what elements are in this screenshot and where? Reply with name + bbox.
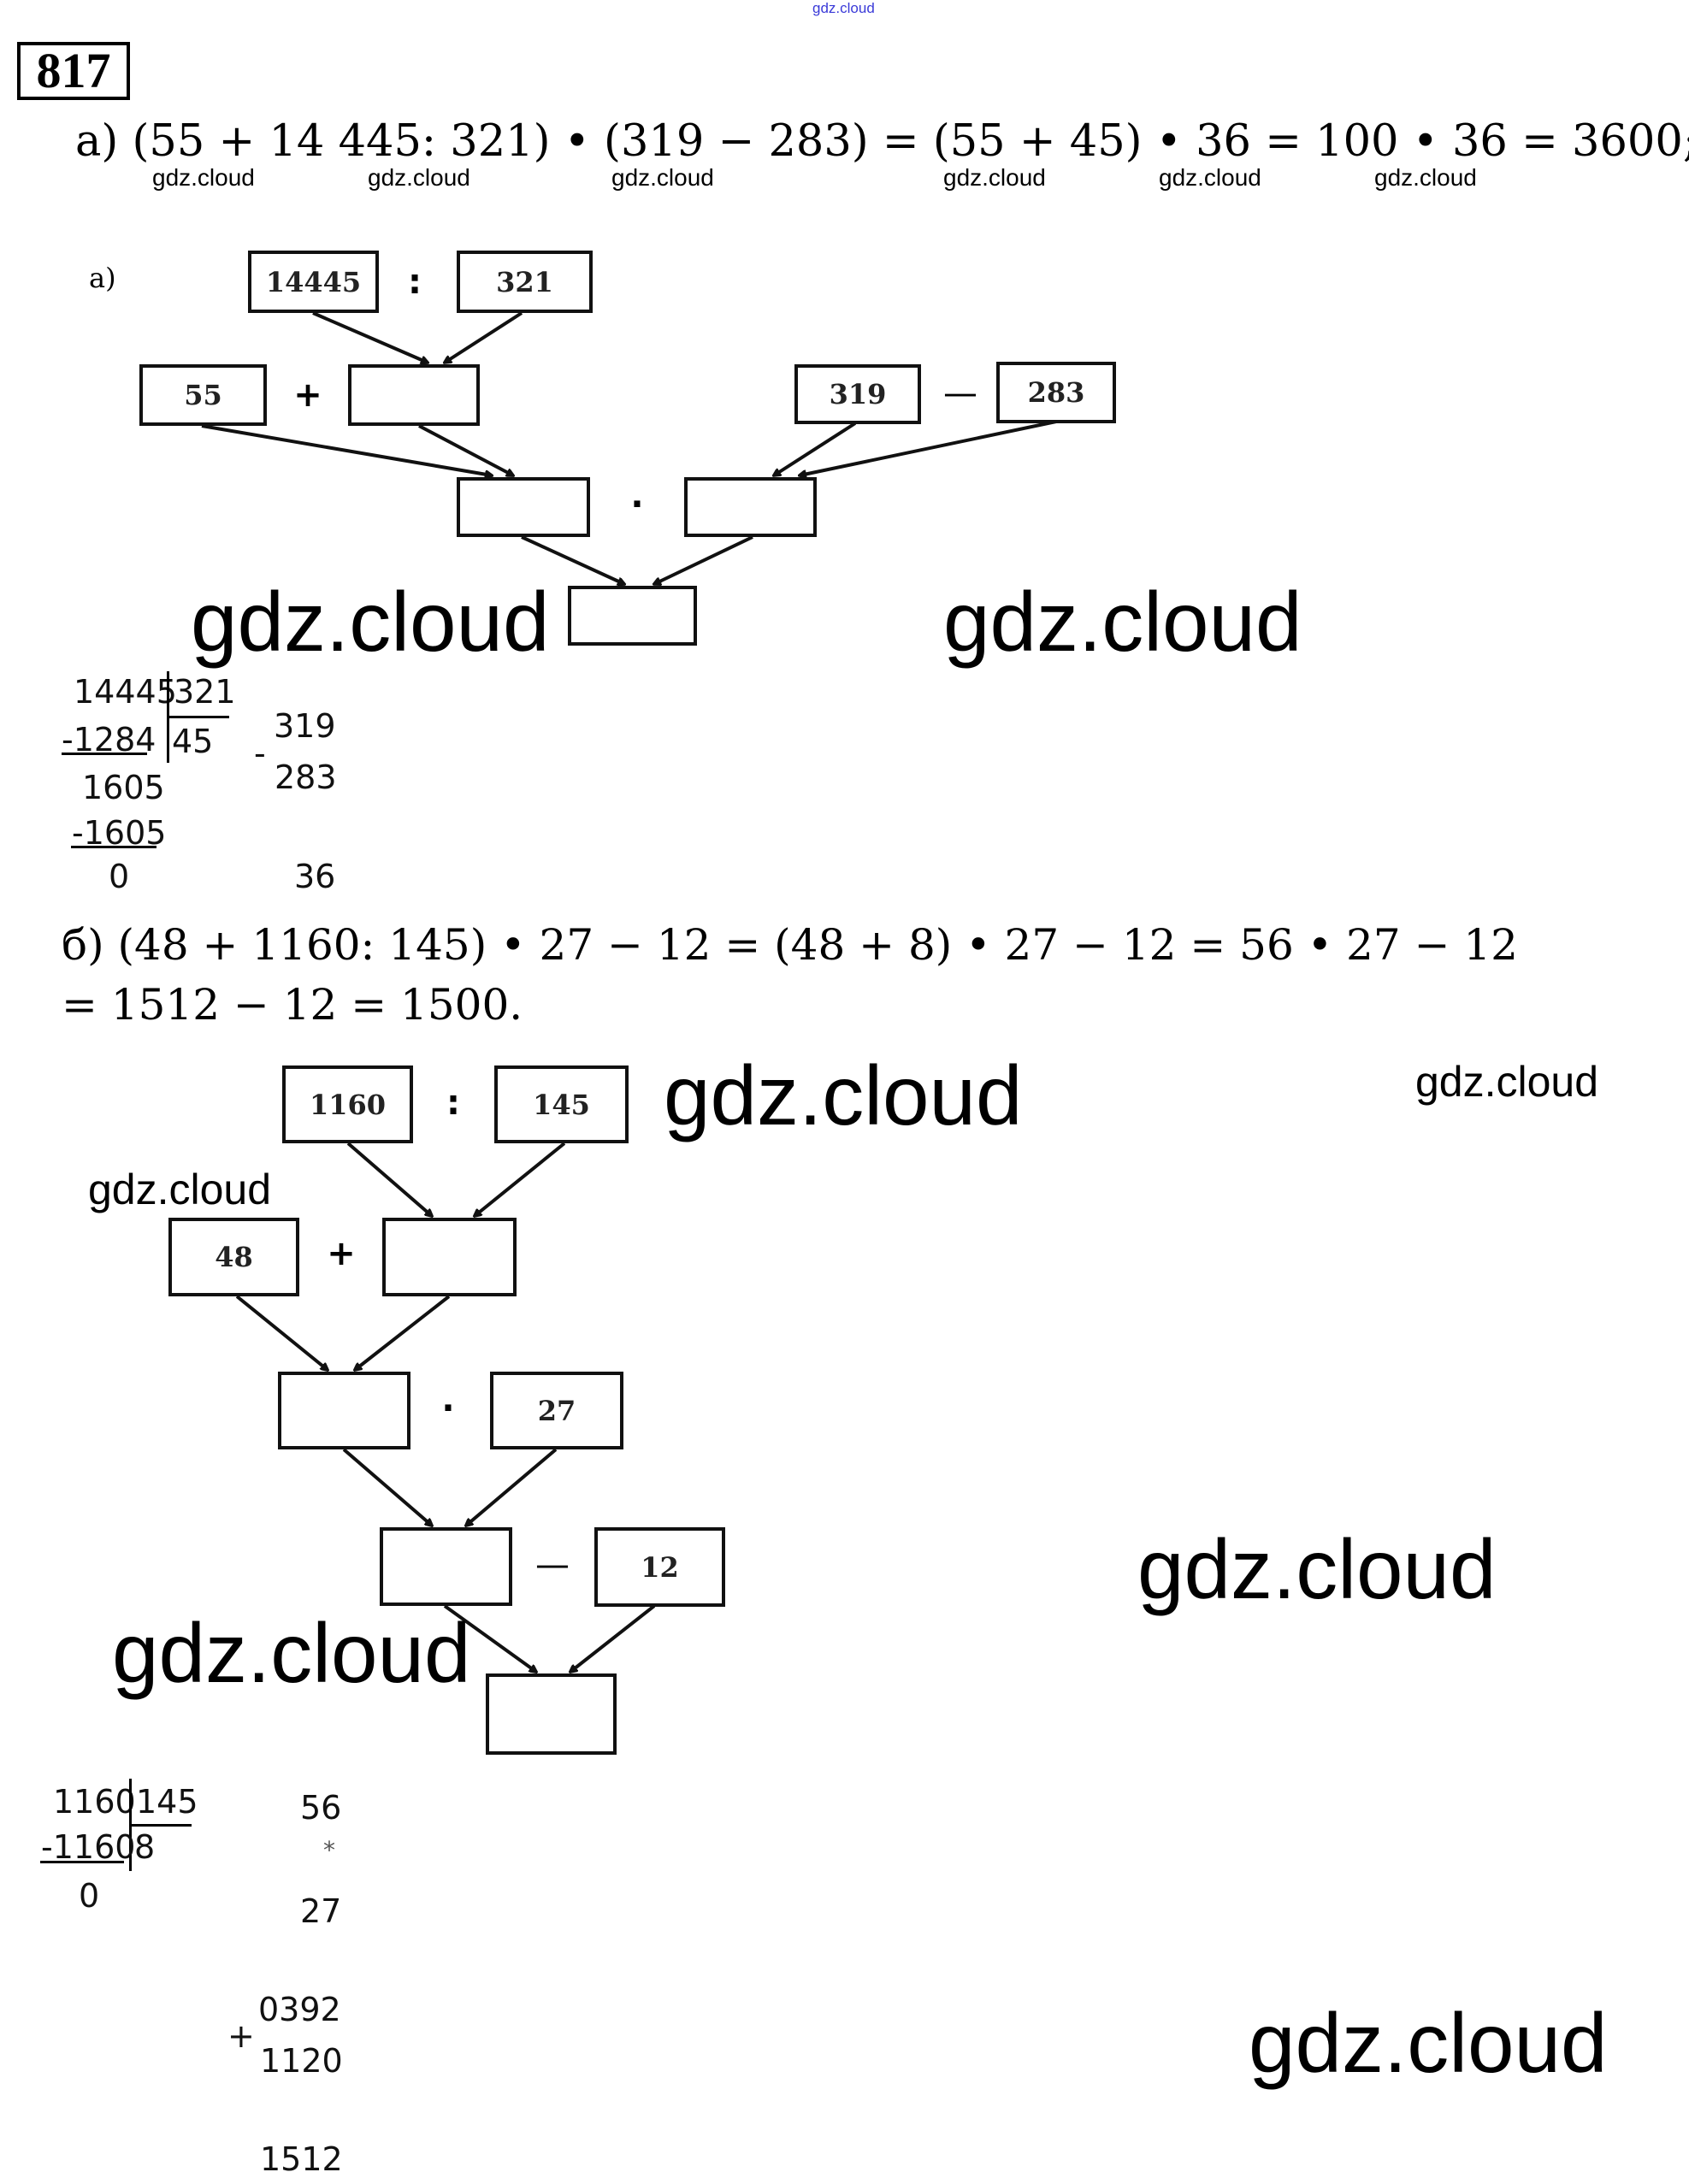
box-result [568,586,697,646]
equation-a: а) (55 + 14 445: 321) • (319 − 283) = (5… [75,116,1689,167]
sub-minuend: 319 [274,707,336,745]
box-minuend: 319 [794,364,921,424]
arrow [475,1142,566,1216]
watermark: gdz.cloud [368,164,470,191]
div-dividend: 1160 [53,1783,136,1821]
div-line [130,1824,192,1827]
equation-b-line1: б) (48 + 1160: 145) • 27 − 12 = (48 + 8)… [62,920,1518,970]
watermark: gdz.cloud [664,1048,1023,1142]
arrow [355,1295,451,1370]
arrow [654,535,753,584]
mul-result: 1512 [260,2140,343,2178]
watermark: gdz.cloud [112,1606,471,1700]
div-underline [40,1861,124,1863]
watermark: gdz.cloud [943,575,1302,669]
watermark: gdz.cloud [88,1166,272,1213]
watermark: gdz.cloud [152,164,255,191]
div-step: -1160 [41,1828,136,1866]
box-subtrahend: 283 [996,362,1116,423]
arrow [418,424,513,475]
arrow [235,1295,328,1370]
arrow [774,422,857,475]
mul-partial: 0392 [258,1991,341,2028]
box-empty [380,1527,512,1606]
box-dividend: 1160 [282,1065,413,1143]
watermark: gdz.cloud [1137,1522,1497,1616]
arrow [445,311,523,363]
box-empty [457,477,590,537]
box-empty [684,477,817,537]
div-divisor: 321 [174,673,236,711]
problem-number: 817 [17,42,130,100]
op-plus: + [327,1234,356,1273]
sub-result: 36 [294,858,336,895]
box-addend: 48 [168,1218,299,1296]
arrow [201,424,492,475]
div-underline [71,846,156,848]
op-multiply: · [441,1389,455,1428]
diagram-label-a: а) [89,262,116,294]
watermark: gdz.cloud [1249,1996,1608,2090]
mul-a: 56 [300,1789,342,1827]
div-line [168,716,229,718]
div-dividend: 14445 [74,673,177,711]
sub-sign: - [254,735,266,772]
div-remainder: 0 [79,1877,100,1915]
mul-sign: * [323,1836,335,1864]
watermark: gdz.cloud [611,164,714,191]
arrow [570,1604,656,1672]
div-quotient: 8 [134,1828,156,1866]
op-multiply: · [630,485,644,524]
arrow [521,535,624,584]
div-step: -1284 [62,721,156,758]
mul-partial: 1120 [260,2042,343,2080]
top-watermark: gdz.cloud [812,0,875,16]
op-divide: : [446,1083,460,1123]
arrow [443,1604,536,1672]
div-step: -1605 [72,814,167,852]
sub-subtrahend: 283 [275,758,337,796]
arrow [466,1448,558,1526]
box-divisor: 145 [494,1065,629,1143]
op-divide: : [408,263,422,302]
box-empty [348,364,480,426]
arrow [312,311,428,363]
box-subtrahend: 12 [594,1527,725,1607]
box-empty [278,1372,410,1449]
div-underline [62,753,147,755]
watermark: gdz.cloud [1159,164,1261,191]
watermark: gdz.cloud [191,575,550,669]
watermark: gdz.cloud [1374,164,1477,191]
mul-b: 27 [300,1892,342,1930]
watermark: gdz.cloud [943,164,1046,191]
equation-b-line2: = 1512 − 12 = 1500. [62,980,523,1030]
op-plus: + [293,375,322,415]
div-remainder: 1605 [82,769,165,806]
div-remainder: 0 [109,858,130,895]
box-addend: 55 [139,364,267,426]
op-minus: — [535,1545,570,1585]
box-result [486,1673,617,1755]
div-quotient: 45 [172,723,214,760]
add-sign: + [227,2017,255,2055]
watermark: gdz.cloud [1415,1058,1599,1106]
arrow [346,1142,432,1216]
box-empty [382,1218,517,1296]
div-divisor: 145 [136,1783,198,1821]
arrow [800,420,1057,475]
box-divisor: 321 [457,251,593,313]
box-factor: 27 [490,1372,623,1449]
arrow [342,1448,432,1526]
box-dividend: 14445 [248,251,379,313]
op-minus: — [943,374,977,413]
